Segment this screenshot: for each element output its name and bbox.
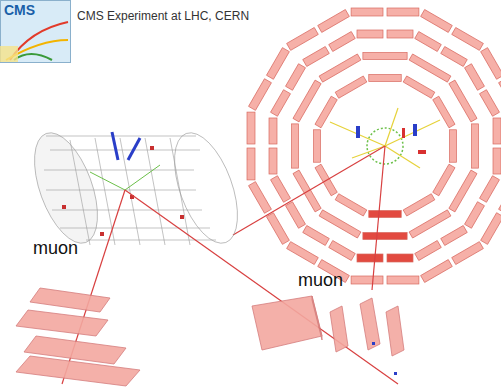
muon-chamber [247,112,255,144]
muon-chamber [369,211,401,218]
muon-chamber [269,118,277,144]
muon-chamber [499,79,501,111]
muon-chamber [318,10,350,33]
muon-chamber [286,202,306,229]
muon-chamber [287,242,319,265]
barrel-muon-rings [247,8,501,284]
muon-chamber [403,194,435,216]
muon-chamber [465,64,485,91]
muon-chamber [493,118,501,144]
muon-chamber [387,276,419,284]
muon-chamber [363,53,407,60]
muon-chamber [421,260,453,283]
muon-chamber [409,210,451,238]
muon-chamber [369,75,401,82]
muon-chamber [357,254,383,262]
muon-chamber [452,242,484,265]
muon-chamber [329,241,356,261]
jet-lines [330,108,440,168]
muon-chamber [481,48,501,80]
muon-chamber [335,194,367,216]
logo-box [1,1,71,63]
muon-chamber [403,76,435,98]
cylinder-hits [62,146,184,236]
muon-chamber [452,27,484,50]
muon-chamber [480,90,500,117]
muon-chamber [449,170,477,212]
muon-chamber [303,47,330,67]
muon-chamber [286,64,306,91]
cylinder-mesh [22,125,251,252]
muon-chamber [266,213,289,245]
muon-chamber [249,182,272,214]
muon-chamber [287,27,319,50]
muon-chamber [481,213,501,245]
muon-track [372,146,385,290]
muon-chamber [329,32,356,52]
muon-chamber [335,76,367,98]
logo-text: CMS [4,2,35,18]
muon-chamber [292,124,299,168]
muon-chamber [319,54,361,82]
muon-chamber [449,80,477,122]
muon-chambers [252,296,404,356]
muon-chamber [441,47,468,67]
particle-label: muon [33,238,78,259]
muon-chamber [351,276,383,284]
muon-chamber [450,130,457,162]
muon-chamber [271,90,291,117]
muon-chambers [16,288,140,386]
muon-chamber [493,148,501,174]
muon-chamber [421,10,453,33]
muon-chamber [314,130,321,162]
muon-chamber [303,226,330,246]
muon-chamber [269,148,277,174]
muon-chamber [319,210,361,238]
muon-chamber [465,202,485,229]
particle-label: muon [298,270,343,291]
muon-chamber [499,182,501,214]
logo-track [14,54,52,60]
muon-chamber [415,32,442,52]
muon-chamber [472,124,479,168]
experiment-title: CMS Experiment at LHC, CERN [77,9,249,23]
cylinder-jets [112,132,140,160]
muon-chamber [247,148,255,180]
muon-chamber [357,30,383,38]
muon-chamber [387,30,413,38]
muon-chamber [351,8,383,16]
muon-chamber [387,8,419,16]
muon-chamber [266,48,289,80]
muon-chamber [249,79,272,111]
muon-chamber [480,176,500,203]
muon-chamber [441,226,468,246]
muon-track [233,146,385,235]
muon-chamber [293,80,321,122]
chamber-hits [372,342,397,375]
muon-chamber [409,54,451,82]
logo-block [0,46,18,62]
muon-chamber [415,241,442,261]
muon-chamber [433,164,455,196]
muon-chamber [433,96,455,128]
calorimeter-hits [356,124,426,154]
muon-chamber [387,254,413,262]
muon-chamber [271,176,291,203]
muon-track [125,190,398,384]
muon-chamber [363,233,407,240]
cylinder-tracks [90,165,160,190]
